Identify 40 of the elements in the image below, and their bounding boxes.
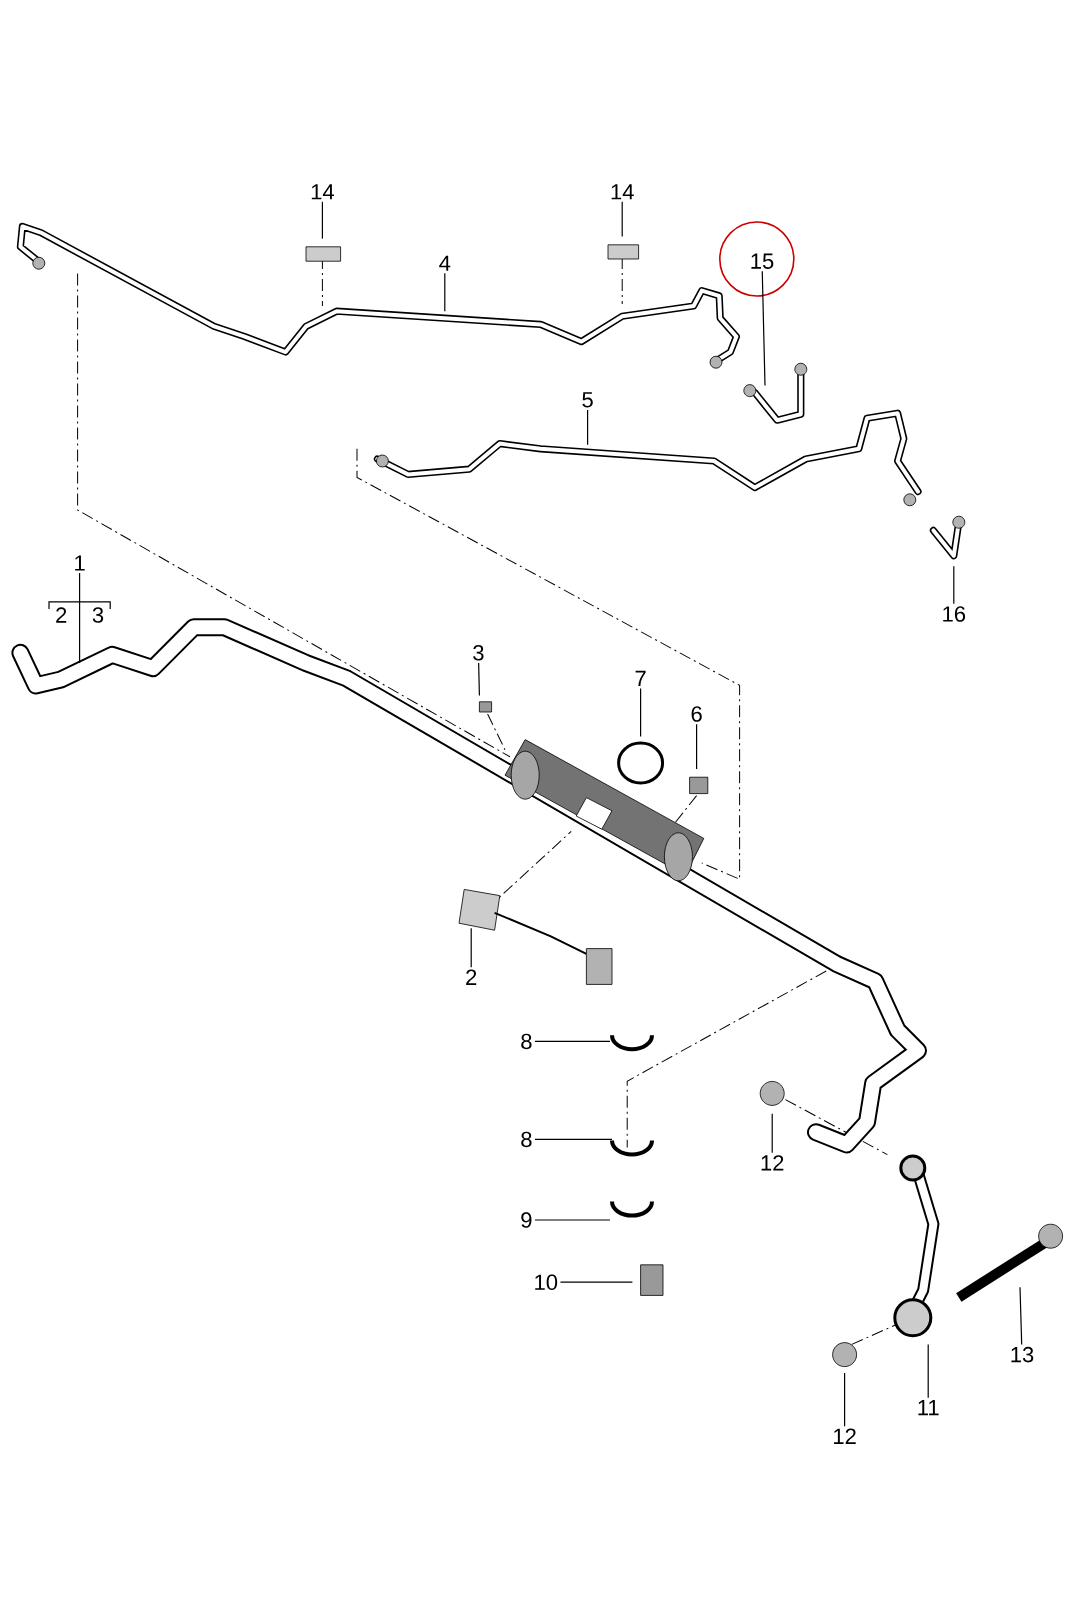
leader-line: [79, 572, 81, 664]
callout-number: 14: [611, 184, 634, 200]
callout-number: 7: [635, 670, 646, 686]
callout-number: 8: [521, 1033, 532, 1050]
leader-line: [321, 201, 323, 240]
leader-line: [478, 662, 480, 697]
leader-line: [953, 565, 955, 605]
leader-line: [927, 1343, 929, 1399]
callout-number: 14: [311, 184, 334, 200]
callout-number: 3: [473, 645, 484, 661]
leader-line: [696, 723, 698, 770]
leader-line: [771, 1113, 773, 1154]
callout-number: 9: [521, 1212, 532, 1228]
leader-line: [534, 1219, 611, 1221]
callout-number: 8: [521, 1131, 532, 1148]
leader-line: [444, 272, 446, 312]
callout-number: 6: [691, 706, 702, 722]
leader-line: [559, 1281, 633, 1283]
callout-number: 10: [535, 1274, 558, 1290]
callout-number: 16: [943, 606, 966, 622]
leader-line: [640, 687, 642, 737]
leader-line: [621, 201, 623, 238]
leader-line: [470, 927, 472, 968]
callout-number: 2: [466, 969, 477, 985]
leader-line: [534, 1040, 611, 1042]
callout-number: 15: [751, 253, 774, 269]
callout-number: 13: [1011, 1346, 1034, 1363]
leader-line: [761, 270, 766, 387]
leader-line: [534, 1138, 613, 1140]
callout-number: 2: [56, 607, 67, 623]
leader-line: [587, 409, 589, 446]
callout-number: 1: [75, 555, 85, 571]
callout-number: 4: [439, 255, 451, 271]
callout-number: 12: [834, 1428, 856, 1444]
callout-number: 5: [582, 392, 593, 408]
callout-number: 11: [918, 1400, 939, 1416]
leader-line: [1019, 1286, 1023, 1346]
callout-number: 12: [761, 1155, 784, 1171]
leader-line: [844, 1372, 846, 1427]
callout-number: 3: [92, 607, 104, 623]
